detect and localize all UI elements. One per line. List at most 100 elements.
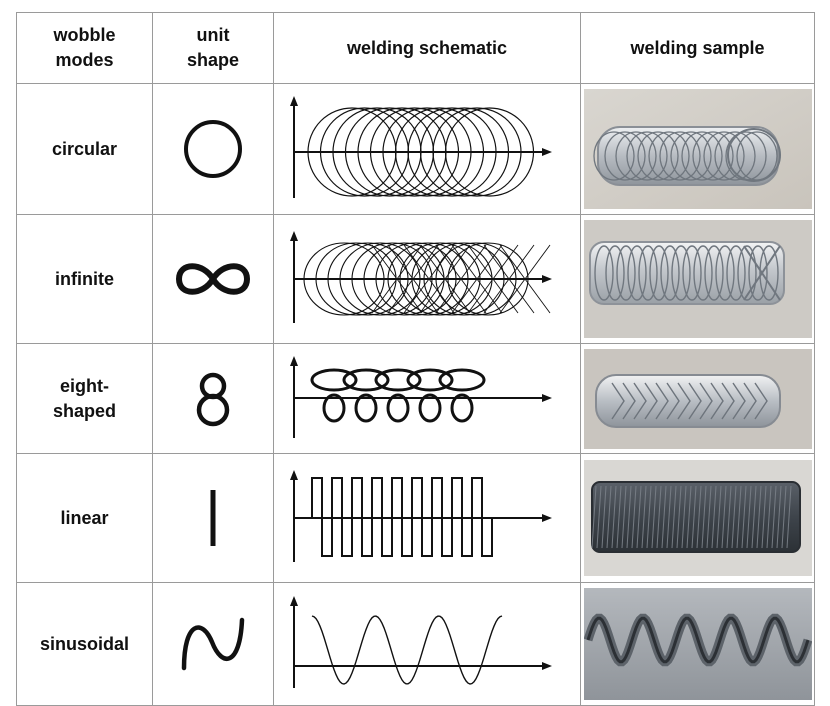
weld-ripple — [680, 131, 723, 181]
y-axis-arrow — [290, 470, 298, 480]
weld-ripple — [691, 485, 696, 549]
weld-ripple — [706, 485, 711, 549]
wobble-modes-table: wobble modes unit shape welding schemati… — [16, 12, 815, 706]
eight-shaped-schematic — [273, 343, 581, 454]
weld-ripple — [681, 245, 702, 301]
eight-lower-loop — [450, 393, 474, 422]
eight-lower-loop — [354, 393, 378, 422]
y-axis-arrow — [290, 596, 298, 606]
sinusoidal-schematic — [273, 582, 581, 706]
table-row: sinusoidal — [16, 582, 815, 706]
weld-ripple — [771, 485, 776, 549]
mode-line: sinusoidal — [39, 633, 129, 654]
weld-ripple — [766, 485, 771, 549]
eight-upper-loop — [438, 368, 486, 391]
y-axis-arrow — [290, 96, 298, 106]
eight-shaped-weld-photo — [580, 343, 815, 454]
circle-shape-icon — [152, 83, 274, 215]
weld-ripple — [666, 485, 671, 549]
weld-ripple — [747, 245, 768, 301]
weld-chevron — [731, 382, 746, 419]
weld-ripple — [714, 245, 735, 301]
weld-ripple — [703, 245, 724, 301]
weld-end-crater — [726, 128, 781, 182]
weld-ripple — [646, 485, 651, 549]
weld-ripple — [716, 485, 721, 549]
weld-ripple — [751, 485, 756, 549]
header-welding-sample: welding sample — [580, 12, 815, 84]
mode-label: eight- shaped — [16, 343, 153, 454]
weld-ripple — [596, 485, 601, 549]
weld-ripple — [702, 131, 745, 181]
header-line: modes — [55, 50, 114, 70]
weld-ripple — [758, 245, 779, 301]
weld-bead-edge — [586, 616, 809, 664]
weld-ripple — [614, 131, 657, 181]
weld-ripple — [746, 485, 751, 549]
circular-weld-photo — [580, 83, 815, 215]
figure-eight-shape-icon — [152, 343, 274, 454]
sinusoidal-weld-photo — [580, 582, 815, 706]
eight-lower-loop — [386, 393, 410, 422]
weld-ripple — [786, 485, 791, 549]
mode-line: circular — [51, 138, 118, 159]
eight-lower-loop — [418, 393, 442, 422]
weld-ripple — [681, 485, 686, 549]
weld-ripple — [647, 131, 690, 181]
weld-chevron — [753, 382, 768, 419]
table-row: linear — [16, 453, 815, 583]
mode-line: infinite — [55, 268, 114, 289]
weld-ripple — [761, 485, 766, 549]
weld-chevron — [709, 382, 724, 419]
weld-ripple — [736, 245, 757, 301]
table-row: circular — [16, 83, 815, 215]
weld-ripple — [658, 131, 701, 181]
weld-ripple — [721, 485, 726, 549]
weld-chevron — [676, 382, 691, 419]
weld-ripple — [692, 245, 713, 301]
mode-label: linear — [16, 453, 153, 583]
weld-ripple — [725, 245, 746, 301]
header-wobble-modes: wobble modes — [16, 12, 153, 84]
circular-schematic — [273, 83, 581, 215]
weld-ripple — [676, 485, 681, 549]
weld-ripple — [686, 485, 691, 549]
weld-ripple — [651, 485, 656, 549]
weld-chevron — [621, 382, 636, 419]
weld-ripple — [601, 485, 606, 549]
weld-ripple — [656, 485, 661, 549]
weld-ripple — [696, 485, 701, 549]
weld-ripple — [691, 131, 734, 181]
header-unit-shape: unit shape — [152, 12, 274, 84]
weld-ripple — [606, 485, 611, 549]
header-welding-schematic: welding schematic — [273, 12, 581, 84]
header-line: wobble — [53, 25, 116, 45]
y-axis-arrow — [290, 231, 298, 241]
sine-shape-icon — [152, 582, 274, 706]
x-axis-arrow — [542, 148, 552, 156]
weld-ripple — [671, 485, 676, 549]
linear-weld-photo — [580, 453, 815, 583]
weld-ripple — [741, 485, 746, 549]
eight-lower-loop — [322, 393, 346, 422]
weld-chevron — [720, 382, 735, 419]
weld-ripple — [731, 485, 736, 549]
weld-ripple — [621, 485, 626, 549]
weld-ripple — [637, 245, 658, 301]
weld-ripple — [648, 245, 669, 301]
eight-upper-loop — [374, 368, 422, 391]
mode-line: shaped — [52, 400, 117, 421]
eight-upper-loop — [342, 368, 390, 391]
weld-ripple — [726, 485, 731, 549]
weld-ripple — [701, 485, 706, 549]
weld-ripple — [592, 131, 635, 181]
weld-ripple — [736, 485, 741, 549]
weld-ripple — [626, 245, 647, 301]
mode-label: infinite — [16, 214, 153, 344]
weld-ripple — [713, 131, 756, 181]
x-axis-arrow — [542, 662, 552, 670]
weld-ripple — [659, 245, 680, 301]
header-row: wobble modes unit shape welding schemati… — [16, 12, 815, 84]
mode-label: sinusoidal — [16, 582, 153, 706]
vertical-line-shape-icon — [152, 453, 274, 583]
